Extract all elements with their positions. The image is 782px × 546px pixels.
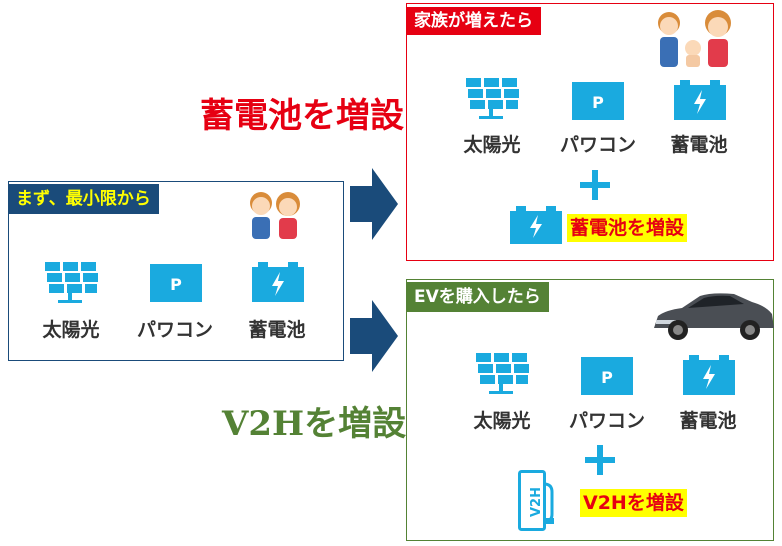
pcs-label: パワコン <box>568 410 645 432</box>
solar-panel-icon <box>45 262 98 303</box>
pcs-letter: P <box>601 368 613 387</box>
pcs-label: パワコン <box>559 134 636 156</box>
pcs-letter: P <box>592 93 604 112</box>
battery-label: 蓄電池 <box>679 410 737 432</box>
family-growth-header: 家族が増えたら <box>406 7 541 35</box>
solar-panel-icon <box>476 353 529 394</box>
battery-icon <box>683 355 735 395</box>
v2h-charger-icon: V2H <box>518 470 554 531</box>
solar-label: 太陽光 <box>42 319 100 341</box>
arrow-right-icon <box>350 168 398 240</box>
v2h-expansion-caption: V2Hを増設 <box>222 404 407 444</box>
solar-panel-icon <box>466 78 519 119</box>
battery-label: 蓄電池 <box>670 134 728 156</box>
battery-expansion-caption: 蓄電池を増設 <box>200 96 404 136</box>
plus-icon <box>580 170 610 200</box>
power-conditioner-icon: P <box>572 82 624 120</box>
plus-icon <box>585 445 615 475</box>
v2h-addition-label: V2Hを増設 <box>580 489 687 517</box>
solar-label: 太陽光 <box>463 134 521 156</box>
battery-addition-label: 蓄電池を増設 <box>567 214 688 242</box>
ev-car-icon <box>654 293 774 340</box>
family-icon <box>658 10 731 67</box>
battery-label: 蓄電池 <box>248 319 306 341</box>
v2h-charger-label: V2H <box>529 487 544 517</box>
power-conditioner-icon: P <box>150 264 202 302</box>
solar-label: 太陽光 <box>473 410 531 432</box>
power-conditioner-icon: P <box>581 357 633 395</box>
battery-icon <box>252 262 304 302</box>
arrow-right-icon <box>350 300 398 372</box>
ev-purchase-header: EVを購入したら <box>406 282 549 312</box>
battery-icon <box>510 206 562 244</box>
couple-icon <box>250 192 300 239</box>
pcs-letter: P <box>170 275 182 294</box>
pcs-label: パワコン <box>136 319 213 341</box>
initial-setup-header: まず、最小限から <box>8 184 159 214</box>
battery-icon <box>674 80 726 120</box>
